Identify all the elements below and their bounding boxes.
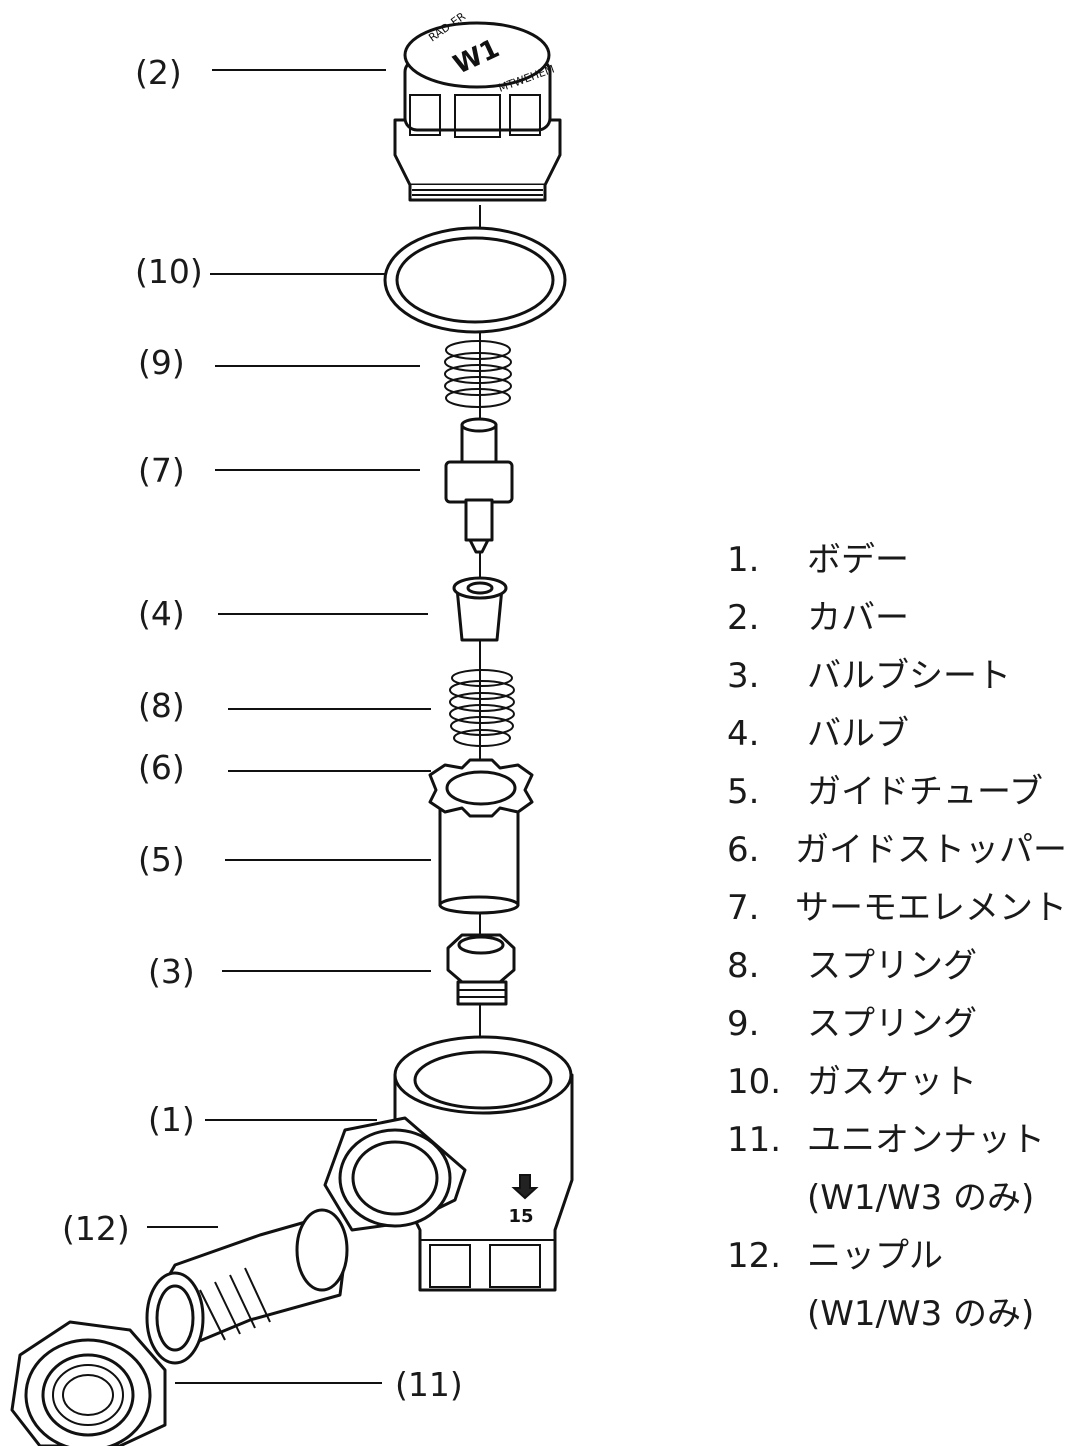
callout-11: (11) [395,1365,463,1404]
part-spring-upper [444,340,512,408]
part-guide-stopper [428,758,534,818]
legend-item-name: バルブ [807,714,909,754]
legend-item: 5. ガイドチューブ [727,772,1067,830]
callout-4: (4) [138,594,185,633]
callout-8: (8) [138,686,185,725]
legend-item-number: 12. [727,1236,782,1276]
callout-10: (10) [135,252,203,291]
legend-item-name: スプリング [807,1004,977,1044]
legend-item: 8. スプリング [727,946,1067,1004]
legend-item: 6. ガイドストッパー [727,830,1067,888]
legend-item-number: 10. [727,1062,782,1102]
legend-item-text: ボデー [807,540,909,580]
callout-3: (3) [148,952,195,991]
part-nipple [145,1208,349,1365]
body-size-mark: 15 [508,1206,533,1227]
legend-item-note: (W1/W3 のみ) [807,1294,1035,1334]
callout-2: (2) [135,53,182,92]
part-valve [452,576,508,642]
legend-item: 1. ボデー [727,540,1067,598]
legend-item-name: ガスケット [807,1062,977,1102]
legend-item-text: サーモエレメント [795,888,1067,928]
legend-item-text: バルブシート [807,656,1011,696]
part-thermo-element [444,417,514,554]
part-gasket [383,226,567,334]
legend-item: 7. サーモエレメント [727,888,1067,946]
legend-item: 4. バルブ [727,714,1067,772]
legend-item-name: ガイドストッパー [795,830,1067,870]
legend-item-number: 11. [727,1120,782,1160]
callout-1: (1) [148,1100,195,1139]
legend-item-number: 4. [727,714,760,754]
legend-item-text: ユニオンナット (W1/W3 のみ) [807,1120,1045,1218]
legend-item-number: 5. [727,772,760,812]
legend-item-number: 6. [727,830,760,870]
legend-item-text: スプリング [807,946,977,986]
callout-9: (9) [138,343,185,382]
parts-legend: 1. ボデー 2. カバー 3. バルブシート 4. バルブ 5. ガイドチューブ 6. ガイドストッ… [727,540,1067,1352]
legend-item-text: カバー [807,598,909,638]
legend-item-text: ガイドストッパー [795,830,1067,870]
legend-item-text: ガイドチューブ [807,772,1043,812]
legend-item: 2. カバー [727,598,1067,656]
part-spring-lower [449,669,515,747]
legend-item-name: バルブシート [807,656,1011,696]
callout-7: (7) [138,451,185,490]
part-valve-seat [446,933,516,1006]
legend-item: 12. ニップル (W1/W3 のみ) [727,1236,1067,1352]
legend-item-name: ニップル [807,1236,943,1276]
legend-item: 10. ガスケット [727,1062,1067,1120]
part-cover: W1 RAD-ER MTWEHEM [393,10,562,202]
legend-item-name: スプリング [807,946,977,986]
legend-item-number: 2. [727,598,760,638]
callout-5: (5) [138,840,185,879]
callout-6: (6) [138,748,185,787]
legend-item: 3. バルブシート [727,656,1067,714]
legend-item-text: スプリング [807,1004,977,1044]
legend-item-text: バルブ [807,714,909,754]
legend-item-name: カバー [807,598,909,638]
legend-item: 9. スプリング [727,1004,1067,1062]
legend-item-number: 3. [727,656,760,696]
legend-item-number: 1. [727,540,760,580]
legend-item-text: ガスケット [807,1062,977,1102]
legend-item-name: サーモエレメント [795,888,1067,928]
legend-item-text: ニップル (W1/W3 のみ) [807,1236,1034,1334]
legend-item-note: (W1/W3 のみ) [807,1178,1035,1218]
legend-item-name: ガイドチューブ [807,772,1043,812]
legend-item-number: 9. [727,1004,760,1044]
legend-item-name: ユニオンナット [807,1120,1045,1160]
legend-item: 11. ユニオンナット (W1/W3 のみ) [727,1120,1067,1236]
part-body: 15 [323,1035,574,1292]
callout-12: (12) [62,1209,130,1248]
part-union-nut [10,1320,167,1446]
legend-item-name: ボデー [807,540,909,580]
legend-item-number: 8. [727,946,760,986]
legend-item-number: 7. [727,888,760,928]
